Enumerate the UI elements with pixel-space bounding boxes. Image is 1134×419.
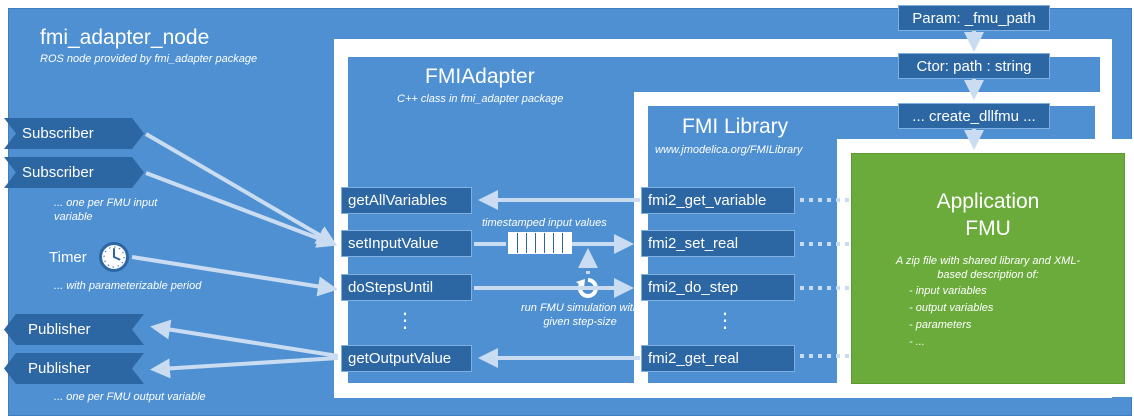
- fmu-box: [851, 153, 1125, 384]
- fmu-item: - parameters: [909, 319, 972, 332]
- run-simulation-note: run FMU simulation with given step-size: [521, 302, 639, 329]
- timer-label: Timer: [49, 249, 87, 266]
- fmu-variable-list: - input variables - output variables - p…: [909, 283, 993, 351]
- arrow-timer-to-dosteps: [131, 255, 338, 297]
- library-ellipsis: ⋮: [715, 310, 735, 332]
- publisher-flag-2: Publisher: [4, 353, 144, 384]
- node-title: fmi_adapter_node: [40, 26, 210, 49]
- method-set-input-value: setInputValue: [341, 230, 472, 257]
- publisher-note: ... one per FMU output variable: [54, 391, 206, 403]
- arrow-subscriber1-to-setinput: [144, 132, 337, 246]
- fn-fmi2-do-step: fmi2_do_step: [641, 274, 795, 301]
- fmu-title-line2: FMU: [965, 217, 1011, 241]
- arrow-output-to-publisher2: [150, 356, 339, 379]
- fmu-item: - output variables: [909, 302, 994, 315]
- node-subtitle: ROS node provided by fmi_adapter package: [40, 53, 258, 65]
- adapter-title: FMIAdapter: [425, 65, 535, 88]
- circular-arrow-icon: [576, 276, 600, 300]
- timer-note: ... with parameterizable period: [54, 280, 202, 292]
- library-url: www.jmodelica.org/FMILibrary: [655, 144, 803, 156]
- library-title: FMI Library: [682, 115, 789, 138]
- arrow-subscriber2-to-setinput: [145, 171, 338, 248]
- input-queue-icon: [508, 232, 572, 254]
- param-fmu-path-box: Param: _fmu_path: [898, 5, 1050, 31]
- fmu-title: Application FMU: [851, 188, 1125, 243]
- adapter-ellipsis: ⋮: [395, 310, 415, 332]
- clock-icon: [98, 241, 130, 273]
- fmu-title-line1: Application: [936, 190, 1040, 213]
- fmu-item: - input variables: [909, 285, 987, 297]
- arrow-output-to-publisher1: [150, 319, 339, 358]
- publisher-flag-1: Publisher: [4, 314, 144, 345]
- method-do-steps-until: doStepsUntil: [341, 274, 472, 301]
- method-get-all-variables: getAllVariables: [341, 187, 472, 214]
- fmu-item: - ...: [909, 336, 925, 349]
- subscriber-note: ... one per FMU input variable: [54, 197, 158, 224]
- ctor-path-box: Ctor: path : string: [898, 53, 1050, 79]
- subscriber-flag-2: Subscriber: [4, 157, 144, 188]
- fn-fmi2-get-variable: fmi2_get_variable: [641, 187, 795, 214]
- queue-label: timestamped input values: [482, 217, 607, 229]
- fmu-description: A zip file with shared library and XML-b…: [895, 255, 1081, 282]
- adapter-subtitle: C++ class in fmi_adapter package: [397, 93, 564, 105]
- create-dllfmu-box: ... create_dllfmu ...: [898, 103, 1050, 129]
- fn-fmi2-set-real: fmi2_set_real: [641, 230, 795, 257]
- fn-fmi2-get-real: fmi2_get_real: [641, 345, 795, 372]
- method-get-output-value: getOutputValue: [341, 345, 472, 372]
- subscriber-flag-1: Subscriber: [4, 118, 144, 149]
